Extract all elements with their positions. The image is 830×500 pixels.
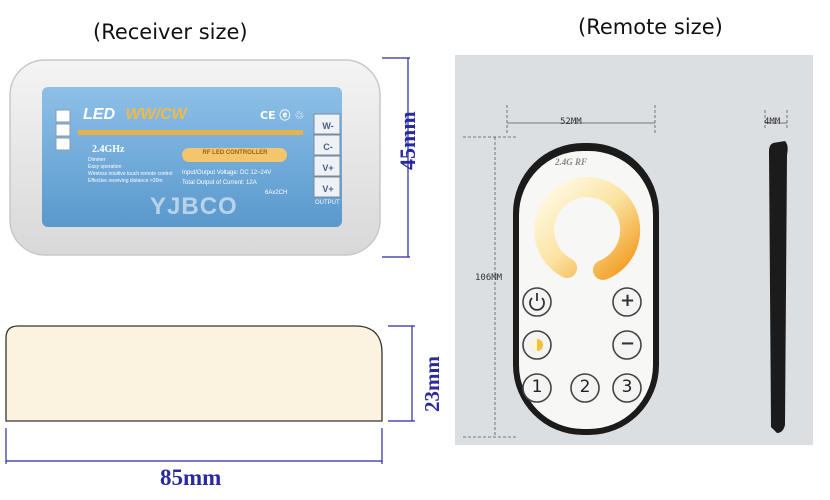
- model-text: WW/CW: [125, 106, 187, 123]
- receiver-height-dimension: [382, 57, 410, 258]
- receiver-side-view: [5, 325, 415, 464]
- controller-badge-bg: [182, 148, 287, 162]
- color-wheel: [534, 177, 641, 280]
- remote-thickness-label: 4MM: [764, 117, 781, 127]
- controller-badge: RF LED CONTROLLER: [202, 150, 268, 156]
- spec-current: Total Output of Current: 12A: [182, 180, 257, 186]
- terminal-labels: W- C- V+ V+: [318, 116, 338, 200]
- scene-2-button[interactable]: 2: [579, 377, 591, 397]
- minus-button[interactable]: −: [620, 333, 636, 354]
- led-text: LED: [83, 106, 115, 123]
- output-label: OUTPUT: [315, 200, 340, 206]
- remote-buttons: [522, 287, 642, 403]
- label-stripe: [78, 130, 303, 135]
- terminal-label: W-: [322, 121, 334, 131]
- receiver-width-label: 85mm: [160, 465, 222, 490]
- receiver-top-view: [9, 59, 381, 256]
- receiver-size-title: (Receiver size): [93, 20, 248, 44]
- remote-size-title: (Remote size): [578, 15, 723, 39]
- remote-drawing: [463, 105, 788, 438]
- input-terminal: [55, 109, 71, 151]
- power-icon: [529, 293, 545, 311]
- features-list: Dimmer Easy operation Wireless intuitive…: [88, 157, 172, 185]
- receiver-thickness-label: 23mm: [420, 356, 444, 412]
- output-terminals: [313, 113, 341, 198]
- feature-item: Easy operation: [88, 164, 122, 170]
- terminal-label: V+: [322, 184, 334, 194]
- scene-3-button[interactable]: 3: [621, 377, 633, 397]
- feature-item: Dimmer: [88, 157, 106, 163]
- receiver-led-label: LED WW/CW: [83, 106, 187, 124]
- receiver-height-label: 45mm: [395, 111, 420, 170]
- watermark: YJBCO: [150, 193, 238, 220]
- remote-height-label: 106MM: [475, 273, 503, 283]
- terminal-label: V+: [322, 163, 334, 173]
- frequency-label: 2.4GHz: [92, 144, 125, 155]
- terminal-label: C-: [323, 142, 333, 152]
- feature-item: Wireless intuitive touch remote control: [88, 171, 173, 177]
- scene-1-button[interactable]: 1: [531, 377, 543, 397]
- receiver-side-body: [5, 325, 383, 422]
- plus-button[interactable]: +: [620, 290, 636, 311]
- remote-brand: 2.4G RF: [555, 157, 588, 167]
- remote-width-label: 52MM: [560, 117, 582, 127]
- feature-item: Effective receiving distance >30m: [88, 178, 163, 184]
- spec-voltage: Input/Output Voltage: DC 12~24V: [182, 170, 272, 176]
- spec-channels: 6Ax2CH: [265, 190, 288, 196]
- remote-side-profile: [769, 141, 788, 433]
- cert-marks: CE ⓔ ♲: [260, 109, 305, 122]
